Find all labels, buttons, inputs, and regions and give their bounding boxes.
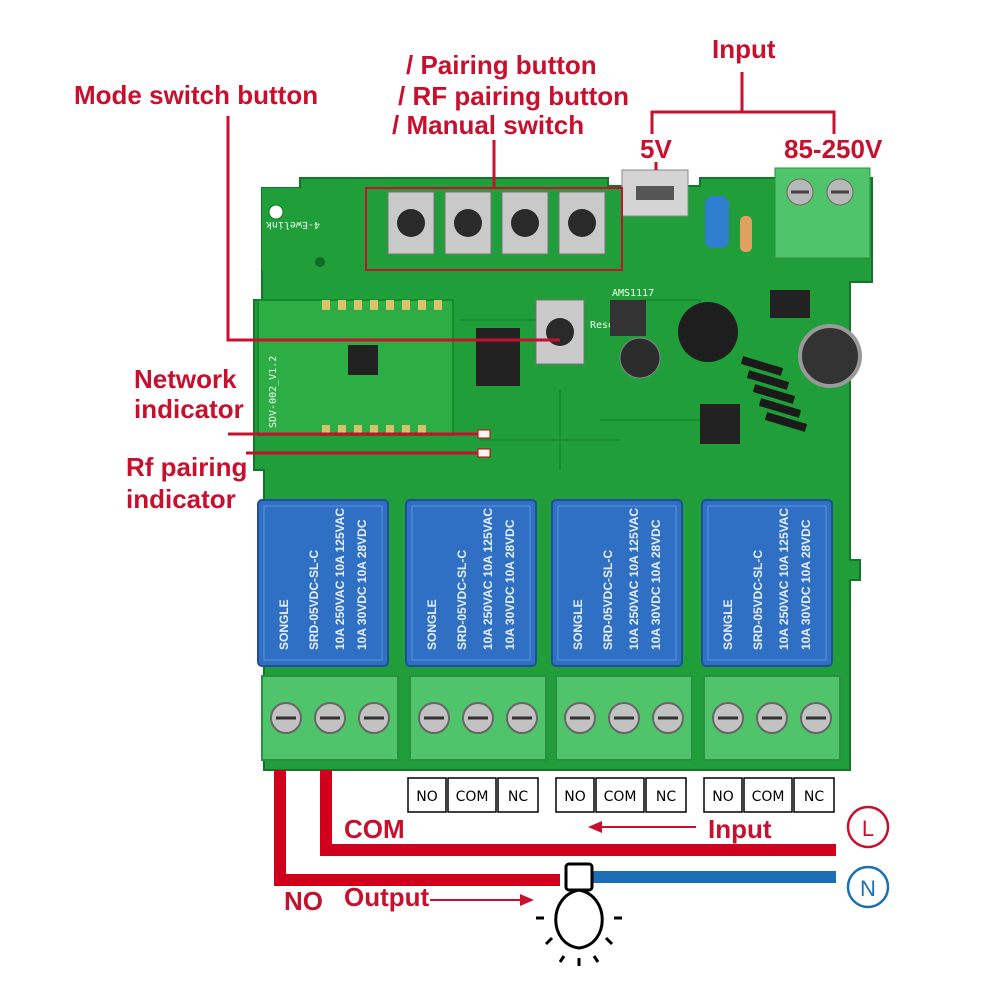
terminal-label: COM (456, 789, 489, 805)
ewelink-silkscreen: 4-Ewelink (266, 219, 320, 230)
85-250v-label: 85-250V (784, 134, 883, 164)
annotation-lines (226, 72, 836, 455)
terminal-labels: NO COM NC NO COM NC NO COM NC (407, 777, 835, 813)
no-label: NO (284, 886, 323, 916)
light-bulb-icon (536, 862, 622, 966)
terminal-label: NC (656, 789, 676, 805)
terminal-block (261, 675, 399, 761)
relay-text: SONGLE (277, 599, 291, 650)
input-bottom-label: Input (708, 814, 772, 844)
terminal-label-box (645, 777, 687, 813)
relays: SONGLE SRD-05VDC-SL-C 10A 250VAC 10A 125VA… (257, 499, 833, 667)
terminal-label-box (555, 777, 595, 813)
terminal-label-box (793, 777, 835, 813)
relay-text: 10A 250VAC 10A 125VAC (627, 508, 641, 650)
mode-switch-button-label: Mode switch button (74, 80, 318, 110)
network-indicator-label-1: Network (134, 364, 237, 394)
com-wire (320, 770, 836, 856)
neutral-label: N (860, 876, 876, 901)
power-terminal (774, 167, 871, 259)
relay-text: SRD-05VDC-SL-C (307, 550, 321, 650)
relay: SONGLE SRD-05VDC-SL-C 10A 250VAC 10A 125VA… (405, 499, 537, 667)
relay-text: 10A 30VDC 10A 28VDC (503, 519, 517, 650)
relay-text: SONGLE (571, 599, 585, 650)
relay-text: SRD-05VDC-SL-C (751, 550, 765, 650)
terminal-label: NO (564, 789, 586, 805)
manual-switch-label: / Manual switch (392, 110, 584, 140)
input-top-label: Input (712, 34, 776, 64)
relay-text: 10A 250VAC 10A 125VAC (777, 508, 791, 650)
rf-pairing-button-label: / RF pairing button (398, 81, 629, 111)
terminal-label-box (497, 777, 539, 813)
tact-buttons: 4-Ewelink (266, 191, 606, 255)
terminal-label: NO (712, 789, 734, 805)
wifi-module: SDV-002_V1.2 (257, 299, 454, 436)
com-label: COM (344, 814, 405, 844)
terminal-block (409, 675, 547, 761)
network-indicator-label-2: indicator (134, 394, 244, 424)
terminal-blocks (261, 675, 841, 761)
terminal-label-box (595, 777, 645, 813)
pairing-button-label: / Pairing button (406, 50, 597, 80)
terminal-label: NC (804, 789, 824, 805)
5v-label: 5V (640, 134, 672, 164)
terminal-block (703, 675, 841, 761)
relay-text: SONGLE (425, 599, 439, 650)
terminal-label-box (743, 777, 793, 813)
no-wire (274, 770, 560, 886)
relay-text: SRD-05VDC-SL-C (601, 550, 615, 650)
terminal-label-box (407, 777, 447, 813)
relay-text: 10A 30VDC 10A 28VDC (649, 519, 663, 650)
module-silkscreen: SDV-002_V1.2 (268, 356, 279, 428)
terminal-label: NC (508, 789, 528, 805)
terminal-label: NO (416, 789, 438, 805)
reset-silkscreen: Reset (590, 320, 620, 331)
rf-pairing-indicator-label-1: Rf pairing (126, 452, 247, 482)
relay-text: 10A 30VDC 10A 28VDC (355, 519, 369, 650)
rf-pairing-indicator-label-2: indicator (126, 484, 236, 514)
live-circle (846, 805, 890, 849)
relay-text: 10A 250VAC 10A 125VAC (333, 508, 347, 650)
relay-text: 10A 30VDC 10A 28VDC (799, 519, 813, 650)
output-label: Output (344, 882, 430, 912)
live-label: L (862, 816, 874, 841)
relay-text: 10A 250VAC 10A 125VAC (481, 508, 495, 650)
misc-components: AMS1117 (476, 196, 862, 444)
terminal-label-box (447, 777, 497, 813)
relay: SONGLE SRD-05VDC-SL-C 10A 250VAC 10A 125VA… (701, 499, 833, 667)
relay: SONGLE SRD-05VDC-SL-C 10A 250VAC 10A 125VA… (551, 499, 683, 667)
neutral-circle (846, 865, 890, 909)
terminal-label-box (703, 777, 743, 813)
terminal-block (555, 675, 693, 761)
network-led (477, 429, 491, 439)
terminal-label: COM (604, 789, 637, 805)
rf-led (477, 448, 491, 458)
relay-text: SRD-05VDC-SL-C (455, 550, 469, 650)
usb-port (621, 169, 689, 217)
terminal-label: COM (752, 789, 785, 805)
wiring (274, 770, 836, 906)
relay: SONGLE SRD-05VDC-SL-C 10A 250VAC 10A 125VA… (257, 499, 389, 667)
relay-text: SONGLE (721, 599, 735, 650)
regulator-silkscreen: AMS1117 (612, 288, 654, 299)
